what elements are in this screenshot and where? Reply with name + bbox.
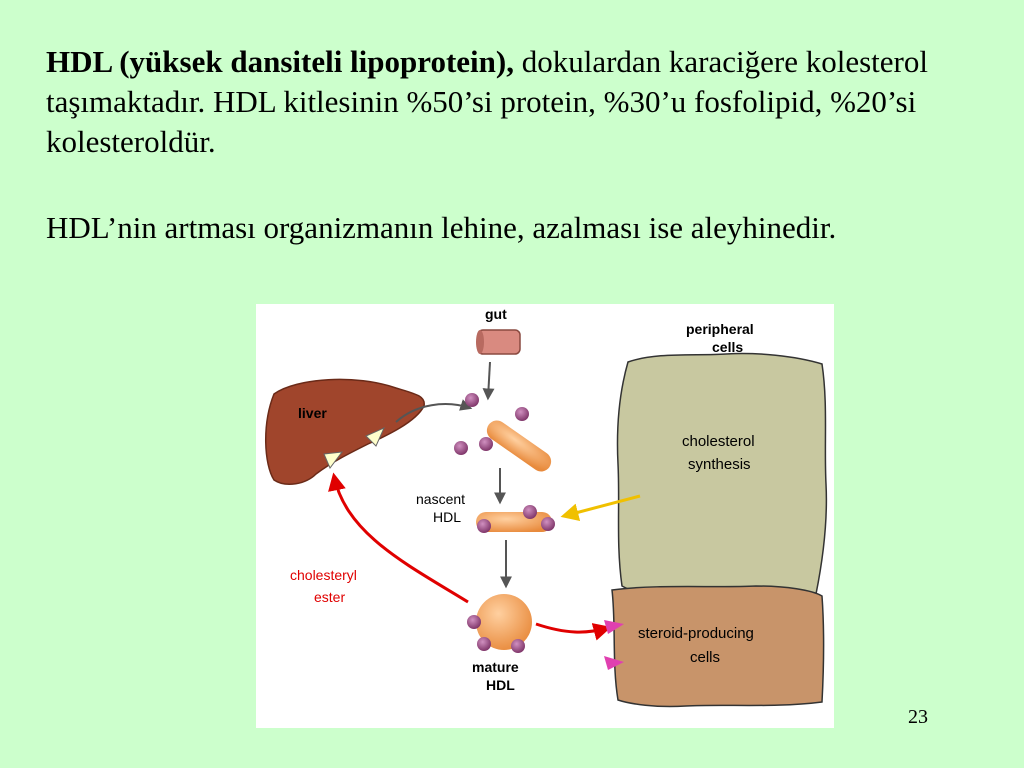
paragraph-hdl-definition: HDL (yüksek dansiteli lipoprotein), doku…	[46, 42, 976, 162]
nascent-label-line2: HDL	[433, 509, 461, 525]
synthesis-label-line2: synthesis	[688, 456, 751, 473]
steroid-receptor-icon	[604, 620, 624, 634]
gut-icon	[476, 329, 521, 355]
apoprotein-particle	[454, 441, 468, 455]
nascent-label-line1: nascent	[416, 491, 465, 507]
gut-to-particles-arrow	[482, 361, 495, 401]
paragraph-hdl-effect: HDL’nin artması organizmanın lehine, aza…	[46, 210, 837, 245]
liver-label: liver	[298, 405, 327, 421]
liver-to-particles-arrow	[395, 399, 473, 423]
synthesis-arrow	[560, 494, 641, 522]
gut-label: gut	[485, 306, 507, 322]
mature-label-line1: mature	[472, 659, 519, 675]
hdl-term-bold: HDL (yüksek dansiteli lipoprotein),	[46, 44, 514, 79]
synthesis-label-line1: cholesterol	[682, 433, 755, 450]
lipid-particle	[486, 420, 552, 472]
liver-icon	[265, 378, 425, 486]
nascent-hdl-icon	[476, 505, 555, 533]
steroid-label-line1: steroid-producing	[638, 625, 754, 642]
ester-label-line1: cholesteryl	[290, 567, 357, 583]
hdl-metabolism-diagram: gut liver nascent HDL peripheral	[256, 304, 834, 728]
ester-label-line2: ester	[314, 589, 345, 605]
mature-hdl-icon	[467, 594, 532, 653]
page-number: 23	[908, 706, 928, 728]
steroid-receptor-icon	[604, 656, 624, 670]
liver-receptor-icon	[365, 427, 385, 447]
apoprotein-particle	[479, 437, 493, 451]
steroid-cells-icon	[611, 585, 825, 708]
peripheral-label-line1: peripheral	[686, 321, 754, 337]
steroid-label-line2: cells	[690, 649, 720, 666]
mature-label-line2: HDL	[486, 677, 515, 693]
peripheral-label-line2: cells	[712, 339, 743, 355]
apoprotein-particle	[515, 407, 529, 421]
peripheral-cells-icon	[616, 352, 828, 600]
apoprotein-particle	[465, 393, 479, 407]
cholesteryl-ester-arrow	[328, 472, 469, 604]
liver-receptor-icon	[323, 451, 344, 469]
hdl-definition-text: dokulardan karaciğere kolesterol taşımak…	[46, 44, 928, 159]
mature-to-steroid-arrow	[535, 622, 612, 641]
